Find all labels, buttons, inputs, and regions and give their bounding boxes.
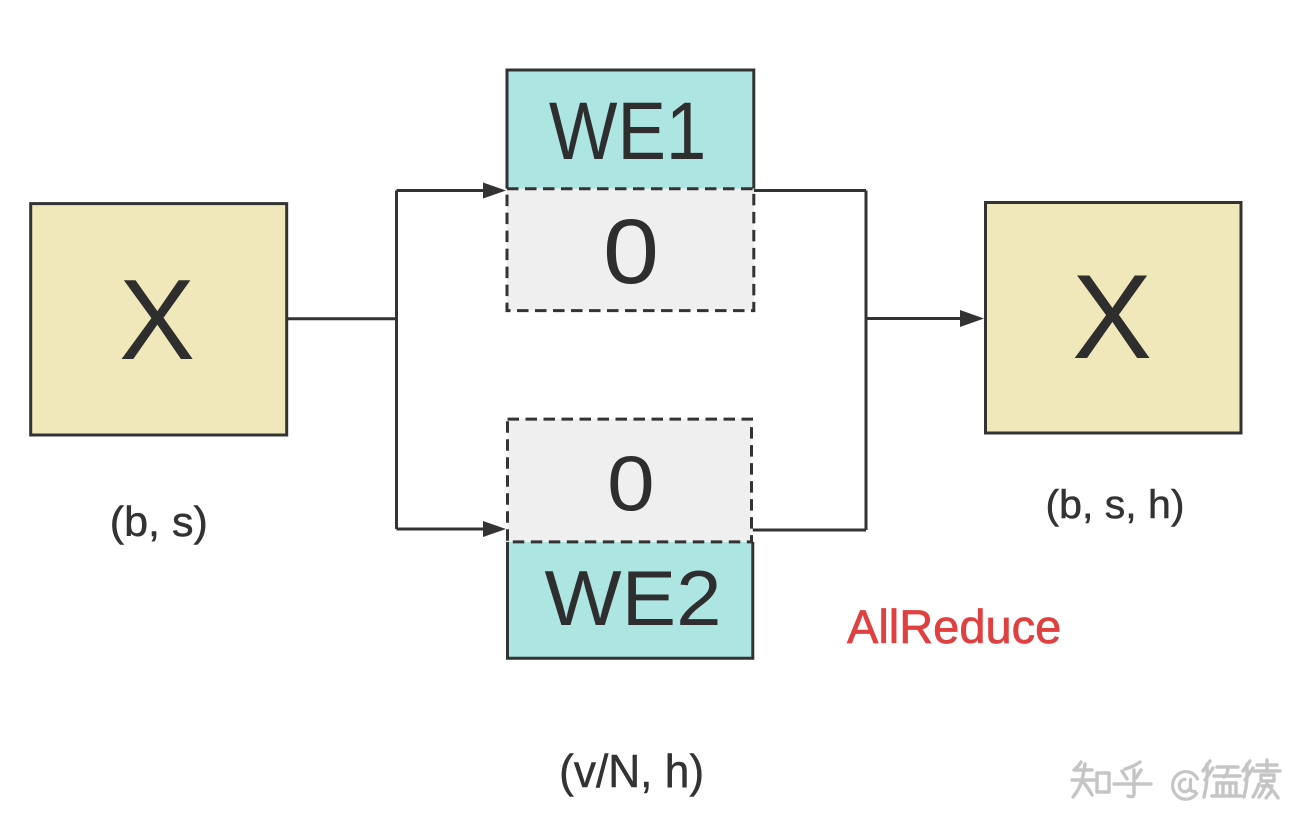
svg-text:X: X bbox=[1072, 250, 1152, 384]
svg-text:(b, s, h): (b, s, h) bbox=[1046, 483, 1185, 527]
svg-text:(v/N, h): (v/N, h) bbox=[559, 745, 704, 797]
svg-text:0: 0 bbox=[607, 439, 655, 527]
svg-text:X: X bbox=[119, 257, 195, 384]
svg-text:0: 0 bbox=[603, 201, 659, 303]
svg-text:AllReduce: AllReduce bbox=[847, 600, 1061, 653]
svg-text:WE2: WE2 bbox=[545, 554, 722, 642]
svg-text:(b, s): (b, s) bbox=[110, 498, 208, 545]
svg-text:WE1: WE1 bbox=[549, 86, 707, 177]
